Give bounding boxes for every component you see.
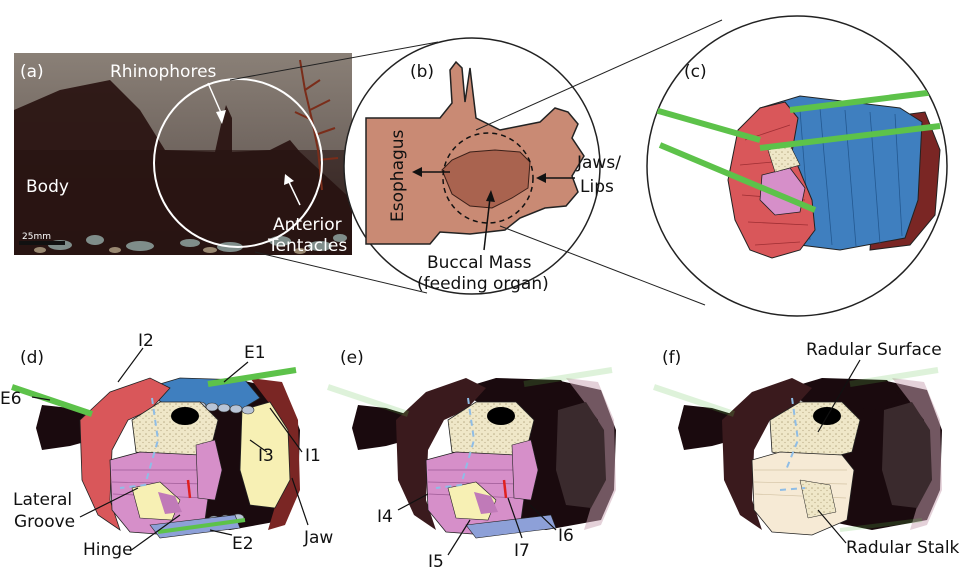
label-anterior: Anterior bbox=[273, 215, 342, 235]
panel-f-labeled-model: (f) Radular Surface Radular Stalk bbox=[653, 340, 960, 558]
label-i4: I4 bbox=[377, 507, 393, 527]
label-i2: I2 bbox=[138, 331, 154, 351]
label-tentacles: Tentacles bbox=[267, 236, 347, 256]
zoom-connector-a-b bbox=[229, 41, 439, 294]
panel-c-model: (c) bbox=[646, 15, 948, 317]
panel-d-letter: (d) bbox=[20, 348, 44, 368]
label-buccal-mass: Buccal Mass bbox=[427, 253, 532, 273]
label-jaw: Jaw bbox=[303, 528, 333, 548]
panel-d-labeled-model: (d) I2 E1 E6 I3 I1 Lateral Groove Hinge … bbox=[0, 331, 333, 560]
panel-b-letter: (b) bbox=[410, 62, 434, 82]
label-lateral: Lateral bbox=[13, 490, 72, 510]
label-radular-surface: Radular Surface bbox=[806, 340, 942, 360]
label-rhinophores: Rhinophores bbox=[110, 62, 217, 82]
label-radular-stalk: Radular Stalk bbox=[846, 538, 960, 558]
scale-bar bbox=[19, 241, 65, 245]
label-i5: I5 bbox=[428, 552, 444, 567]
label-scale: 25mm bbox=[22, 232, 51, 242]
label-i3: I3 bbox=[258, 446, 274, 466]
label-e1: E1 bbox=[244, 343, 266, 363]
panel-e-labeled-model: (e) I4 I5 I7 I6 bbox=[327, 348, 616, 567]
label-e2: E2 bbox=[232, 534, 254, 554]
panel-a-letter: (a) bbox=[20, 62, 44, 82]
panel-e-letter: (e) bbox=[340, 348, 364, 368]
label-feeding-organ: (feeding organ) bbox=[417, 274, 549, 294]
panel-b-sketch: (b) Esophagus Jaws/ Lips Buccal Mass (fe… bbox=[343, 37, 621, 295]
label-jaws: Jaws/ bbox=[576, 153, 621, 173]
label-i7: I7 bbox=[514, 541, 530, 561]
label-esophagus: Esophagus bbox=[388, 129, 408, 222]
panel-a-photo: (a) Rhinophores Body Anterior Tentacles … bbox=[14, 53, 352, 256]
label-groove: Groove bbox=[14, 512, 75, 532]
zoom-connector-b-c bbox=[475, 19, 723, 306]
label-lips: Lips bbox=[580, 177, 614, 197]
label-i1: I1 bbox=[305, 446, 321, 466]
panel-c-letter: (c) bbox=[684, 62, 707, 82]
nerve-strands-c bbox=[654, 89, 941, 213]
label-i6: I6 bbox=[558, 526, 574, 546]
label-hinge: Hinge bbox=[83, 540, 133, 560]
label-body: Body bbox=[26, 177, 69, 197]
label-e6: E6 bbox=[0, 389, 22, 409]
panel-f-letter: (f) bbox=[662, 348, 681, 368]
